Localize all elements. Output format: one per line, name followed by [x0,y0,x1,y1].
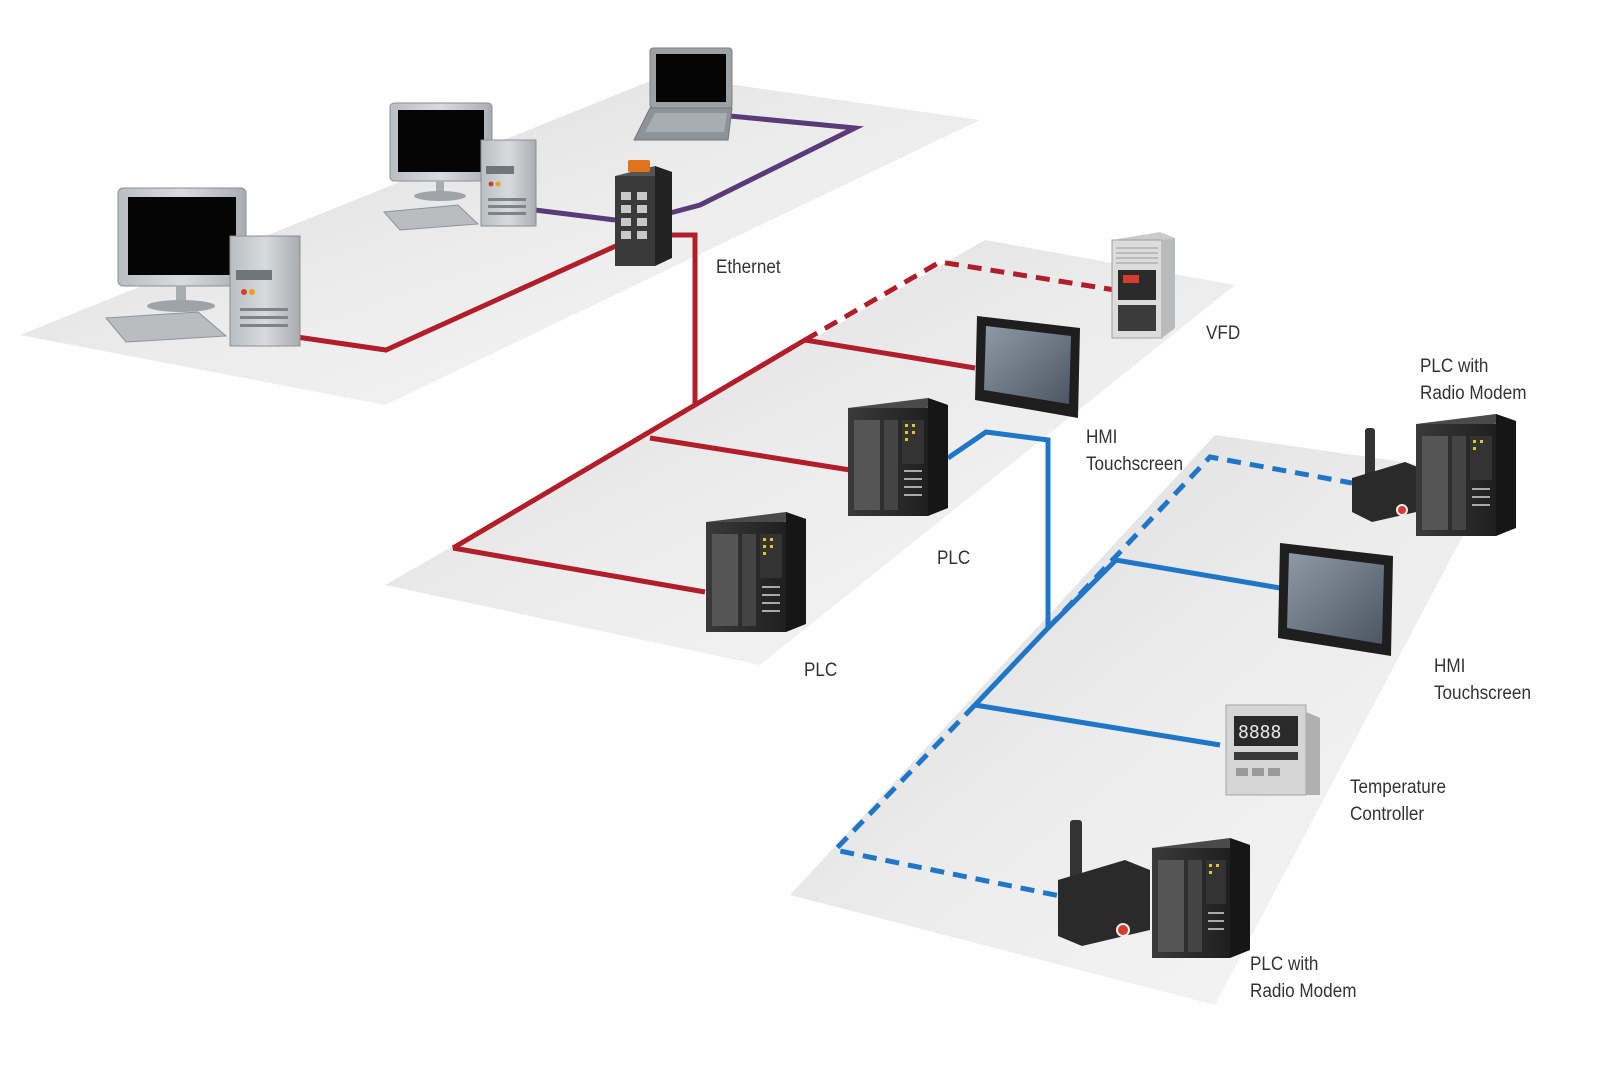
plc-icon [1416,414,1516,536]
plc-label: PLC [937,548,971,569]
plc-icon [1152,838,1250,958]
plc-radio-modem-label: PLC with Radio Modem [1420,356,1527,404]
desktop-computer-icon [104,187,301,347]
svg-text:8888: 8888 [1238,722,1281,743]
temperature-controller-icon: 8888 [1225,704,1320,796]
hmi-touchscreen-label: HMI Touchscreen [1086,427,1183,475]
hmi-touchscreen-icon [1278,543,1393,656]
office-link-lines [534,113,864,223]
radio-modem-icon [1058,820,1150,946]
vfd-label: VFD [1206,323,1241,344]
temperature-controller-label: Temperature Controller [1350,777,1447,825]
ethernet-dashed-line [803,259,1116,343]
laptop-icon [633,47,733,141]
plc-label: PLC [804,660,838,681]
plc-radio-modem-label: PLC with Radio Modem [1250,954,1357,1002]
plc-icon [706,512,806,632]
serial-dashed-lines [830,454,1353,901]
hmi-touchscreen-icon [975,316,1080,418]
plc-icon [848,398,948,516]
network-switch-icon [615,160,672,266]
vfd-drive-icon [1111,232,1175,339]
hmi-touchscreen-label: HMI Touchscreen [1434,656,1531,704]
ethernet-label: Ethernet [716,257,781,278]
desktop-computer-icon [382,102,537,231]
radio-modem-icon [1352,428,1425,522]
